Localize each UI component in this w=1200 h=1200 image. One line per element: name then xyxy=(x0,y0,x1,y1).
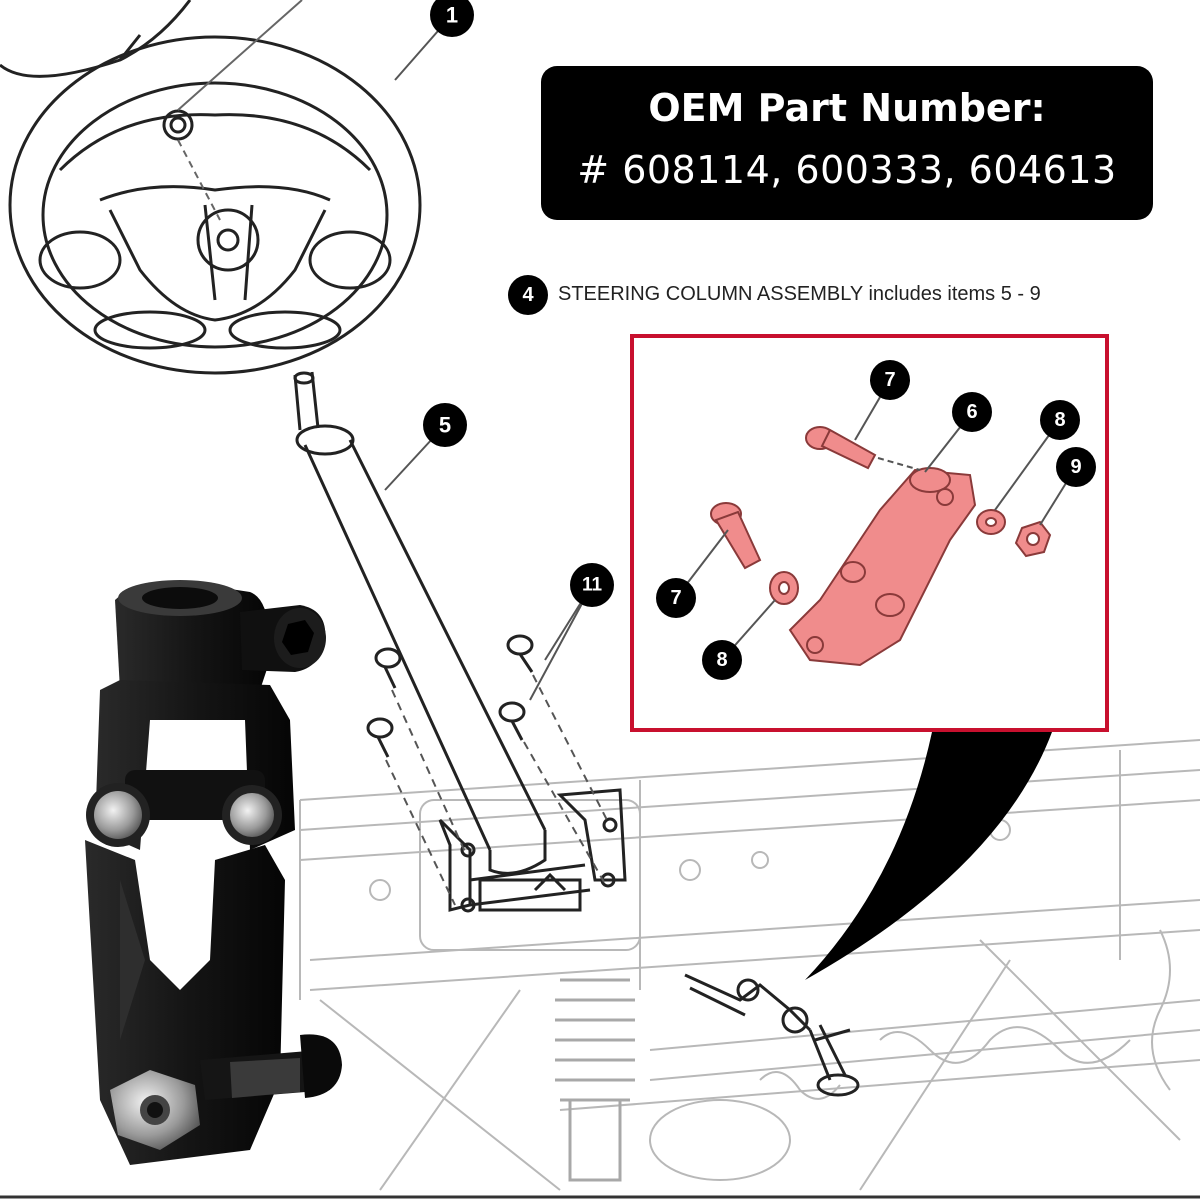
detail-bolt-lower-item-7 xyxy=(710,502,762,570)
inset-pointer xyxy=(805,732,1052,980)
oem-part-numbers: # 608114, 600333, 604613 xyxy=(577,148,1117,192)
svg-text:7: 7 xyxy=(670,587,681,609)
callout-8-right: 8 xyxy=(1040,400,1080,440)
chassis-frame xyxy=(299,739,1200,1191)
callout-1: 1 xyxy=(430,0,474,37)
callout-5: 5 xyxy=(423,403,467,447)
svg-text:5: 5 xyxy=(439,413,451,438)
callout-7-upper: 7 xyxy=(870,360,910,400)
svg-text:8: 8 xyxy=(716,649,727,671)
svg-text:8: 8 xyxy=(1054,409,1065,431)
callout-11: 11 xyxy=(570,563,614,607)
detail-bolt-upper-item-7 xyxy=(805,426,921,471)
svg-text:11: 11 xyxy=(582,575,603,596)
svg-text:7: 7 xyxy=(884,369,895,391)
coil-spring xyxy=(555,978,635,1182)
steering-wheel xyxy=(0,0,422,375)
installed-coupler xyxy=(684,973,860,1097)
svg-text:9: 9 xyxy=(1070,456,1081,478)
callout-4: 4 xyxy=(508,275,548,315)
callout-9: 9 xyxy=(1056,447,1096,487)
svg-text:6: 6 xyxy=(966,401,977,423)
callout-8-lower: 8 xyxy=(702,640,742,680)
assembly-note-text: STEERING COLUMN ASSEMBLY includes items … xyxy=(558,283,1041,305)
screws-item-11 xyxy=(366,634,609,906)
oem-title: OEM Part Number: xyxy=(648,86,1046,130)
mounting-bracket xyxy=(438,788,627,913)
svg-text:1: 1 xyxy=(446,3,458,28)
oem-part-number-banner: OEM Part Number: # 608114, 600333, 60461… xyxy=(541,66,1153,220)
product-photo-u-joint xyxy=(85,580,342,1165)
detail-coupler-item-6 xyxy=(788,467,977,667)
detail-nut-item-9 xyxy=(1014,520,1052,558)
detail-washers-item-8 xyxy=(769,509,1006,605)
callout-7-lower: 7 xyxy=(656,578,696,618)
svg-text:4: 4 xyxy=(522,284,534,306)
callout-6: 6 xyxy=(952,392,992,432)
